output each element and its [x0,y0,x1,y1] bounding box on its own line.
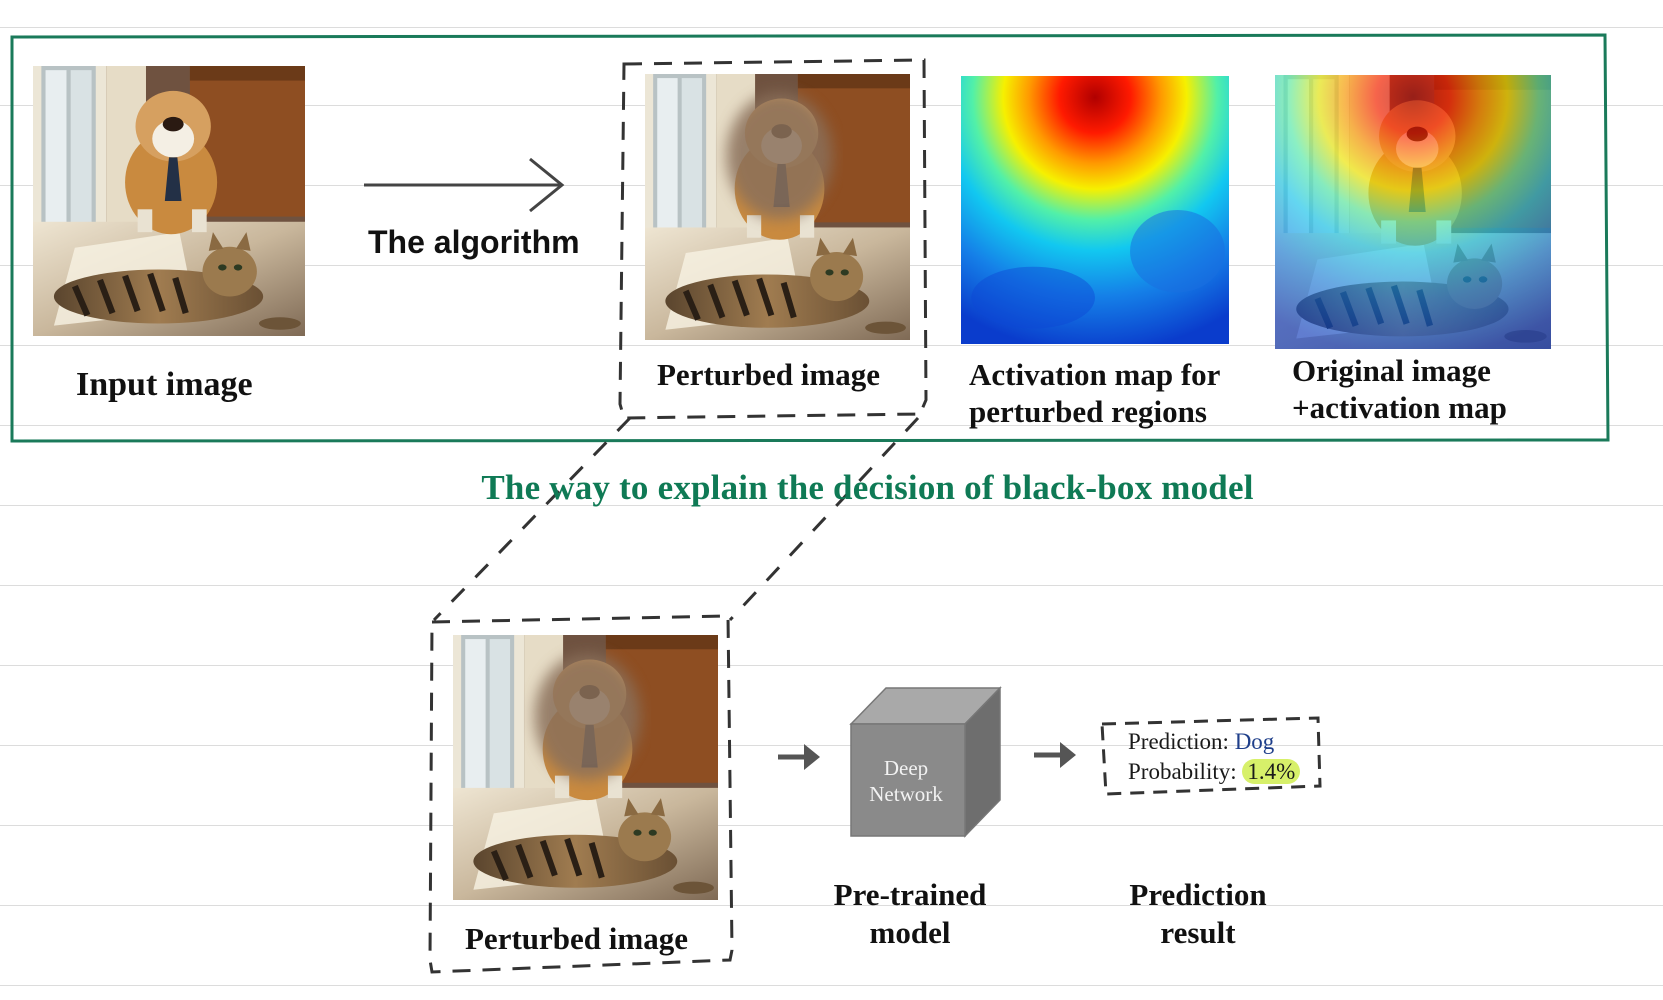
short-right-arrow-icon [1034,742,1076,768]
prediction-line: Prediction: Dog [1128,729,1274,755]
activation-map-label-2: perturbed regions [969,394,1207,429]
input-image-label: Input image [76,366,253,403]
activation-map [961,76,1229,344]
overlay-label-1: Original image [1292,353,1491,388]
cube-line-2: Network [869,782,943,806]
prediction-key: Prediction: [1128,729,1229,754]
top-panel-frame [10,33,1610,443]
model-label-1: Pre-trained [833,877,987,912]
perturbed-image-top-label: Perturbed image [657,357,880,392]
probability-key: Probability: [1128,759,1237,784]
perturbed-image-bottom-label: Perturbed image [465,921,688,956]
probability-value: 1.4% [1242,759,1301,784]
prediction-dashed-box [1100,716,1322,796]
result-label-1: Prediction [1129,877,1267,912]
cube-icon [849,686,1002,838]
algorithm-label: The algorithm [368,224,580,260]
overlay-label-2: +activation map [1292,390,1507,425]
result-label-2: result [1160,915,1236,950]
perturbed-image-bottom [453,635,718,900]
activation-map-label-1: Activation map for [969,357,1221,392]
long-right-arrow-icon [364,157,565,213]
model-label-2: model [869,915,951,950]
cube-line-1: Deep [883,756,929,780]
overlay-image [1275,75,1551,349]
perturbed-image-top [645,74,910,340]
figure-caption: The way to explain the decision of black… [481,468,1254,507]
prediction-value: Dog [1234,729,1275,754]
probability-line: Probability: 1.4% [1128,759,1301,785]
short-right-arrow-icon [778,744,820,770]
